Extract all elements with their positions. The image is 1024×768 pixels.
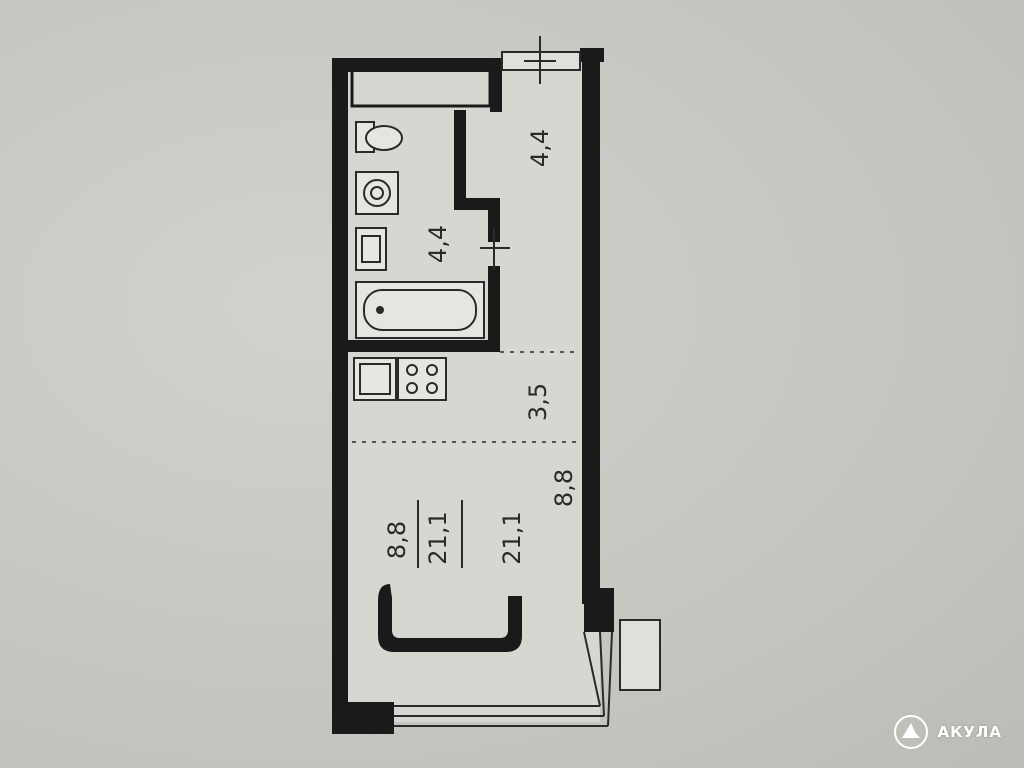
shark-logo-icon	[894, 715, 929, 749]
watermark-brand: АКУЛА	[937, 723, 1002, 741]
summary-living: 8,8	[383, 521, 411, 559]
window-balcony	[394, 619, 661, 727]
zone-dividers	[352, 351, 578, 443]
living-area-label: 8,8	[550, 469, 578, 507]
kitchen-sink-icon	[353, 357, 397, 401]
bathtub-icon	[355, 281, 485, 339]
sink-icon	[355, 227, 387, 271]
bathroom-area-label: 4,4	[424, 225, 452, 263]
kitchen-area-label: 3,5	[524, 383, 552, 421]
storage-area-label: 4,4	[526, 129, 554, 167]
sofa-icon	[378, 584, 522, 652]
bathroom-walls	[348, 70, 502, 352]
summary-total-1: 21,1	[424, 511, 452, 564]
outer-walls	[332, 48, 614, 734]
window-top	[501, 36, 581, 84]
summary-total-2: 21,1	[498, 511, 526, 564]
washing-machine-icon	[355, 171, 399, 215]
bathroom-door	[480, 228, 510, 270]
stove-icon	[397, 357, 447, 401]
watermark: АКУЛА	[893, 714, 1002, 750]
toilet-icon	[355, 121, 403, 153]
